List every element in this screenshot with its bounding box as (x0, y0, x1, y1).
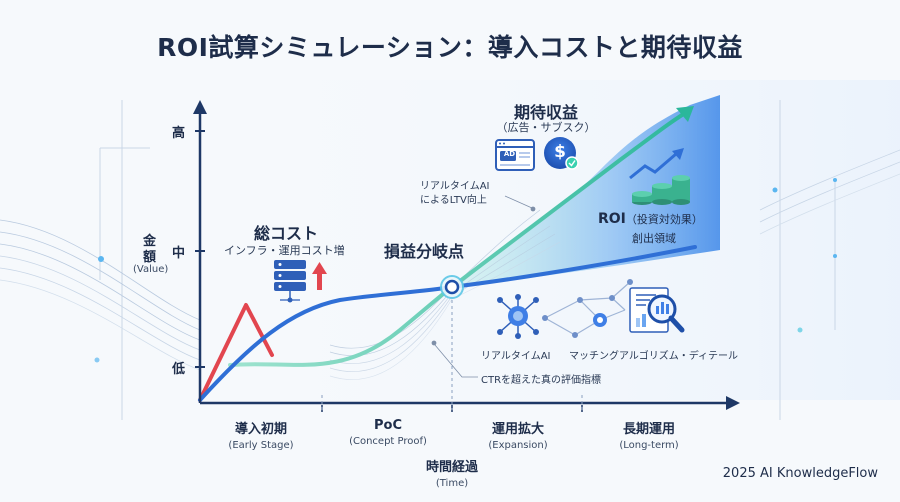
ad-icon-text: AD (503, 150, 516, 158)
x-axis-title-sublabel: (Time) (435, 478, 469, 489)
ltv-note-line1: リアルタイムAI (420, 181, 490, 192)
y-tick-low: 低 (172, 362, 186, 377)
dollar-icon-text: $ (554, 142, 566, 162)
roi-title-paren: （投資対効果） (625, 213, 703, 226)
break-even-label: 損益分岐点 (384, 242, 465, 261)
phase-separators (321, 300, 583, 410)
magnifier-chart-icon (629, 287, 685, 333)
break-even-marker (440, 275, 464, 299)
phase-sublabel: (Expansion) (488, 440, 548, 451)
phase-sublabel: (Early Stage) (228, 440, 294, 451)
ad-browser-icon (495, 139, 535, 171)
dollar-coin-icon (544, 137, 579, 170)
total-cost-subtitle: インフラ・運用コスト増 (224, 244, 345, 257)
phase-long-term: 長期運用 (Long-term) (584, 418, 714, 451)
phase-label: 導入初期 (234, 422, 287, 437)
roi-title: ROI（投資対効果） (598, 211, 703, 227)
cost-increase-arrow-icon (312, 262, 327, 290)
server-icon (274, 260, 306, 303)
note-leaders (431, 195, 536, 378)
realtime-ai-network-icon (497, 294, 539, 339)
ctr-note: CTRを超えた真の評価指標 (481, 375, 602, 386)
total-cost-curve (198, 245, 697, 402)
phase-label: 長期運用 (622, 422, 675, 437)
ltv-note-line2: によるLTV向上 (420, 195, 487, 206)
y-axis-label-2: 額 (143, 250, 157, 265)
phase-sublabel: (Concept Proof) (349, 436, 427, 447)
matching-graph-nodes (542, 279, 633, 338)
realtime-ai-label: リアルタイムAI (481, 351, 551, 362)
phase-poc: PoC (Concept Proof) (323, 418, 453, 447)
phase-early-stage: 導入初期 (Early Stage) (196, 418, 326, 451)
matching-algorithm-label: マッチングアルゴリズム・ディテール (569, 351, 738, 362)
revenue-arrowhead (676, 106, 694, 122)
expected-revenue-title: 期待収益 (513, 103, 578, 122)
x-axis-title-label: 時間経過 (425, 460, 478, 475)
x-axis-title: 時間経過 (Time) (392, 456, 512, 489)
roi-subtitle: 創出領域 (632, 232, 676, 245)
y-tick-high: 高 (172, 126, 186, 141)
expected-revenue-subtitle: （広告・サブスク） (496, 121, 596, 134)
y-axis-sublabel: (Value) (133, 264, 169, 275)
roi-growth-icon (629, 148, 690, 205)
phase-sublabel: (Long-term) (619, 440, 679, 451)
phase-expansion: 運用拡大 (Expansion) (453, 418, 583, 451)
roi-area (452, 95, 720, 287)
phase-label: 運用拡大 (491, 422, 544, 437)
y-tick-mid: 中 (172, 246, 186, 261)
ltv-note: リアルタイムAI によるLTV向上 (420, 180, 490, 208)
y-axis-label-1: 金 (143, 234, 157, 249)
axes (193, 100, 740, 412)
background-decoration (0, 80, 900, 420)
phase-label: PoC (374, 418, 402, 433)
footer-credit: 2025 AI KnowledgeFlow (722, 466, 878, 481)
page-title: ROI試算シミュレーション：導入コストと期待収益 (157, 33, 743, 62)
roi-title-main: ROI (598, 211, 626, 227)
total-cost-title: 総コスト (254, 224, 319, 243)
